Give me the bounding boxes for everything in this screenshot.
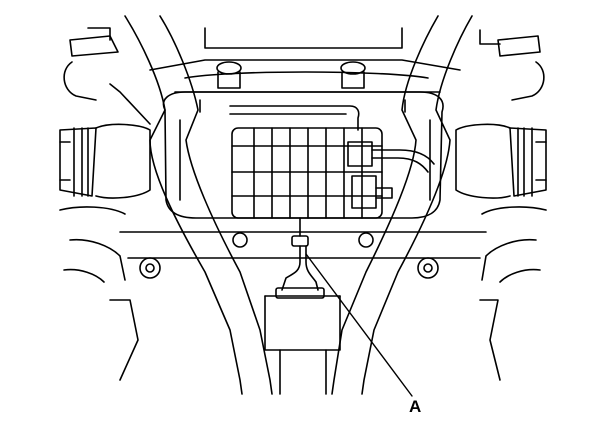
rear-crossmember (149, 27, 461, 93)
lower-subframe (109, 231, 501, 395)
canister-brackets (216, 61, 366, 131)
callout-a-leader-line (305, 253, 413, 397)
left-frame-member (124, 15, 473, 395)
left-axle-assembly (59, 27, 151, 283)
charcoal-canister (231, 127, 435, 219)
right-axle-assembly (455, 29, 547, 283)
differential-housing (162, 91, 444, 219)
callout-a-label: A (409, 397, 421, 416)
mounting-bolts (145, 232, 433, 273)
vent-hose (275, 217, 325, 299)
